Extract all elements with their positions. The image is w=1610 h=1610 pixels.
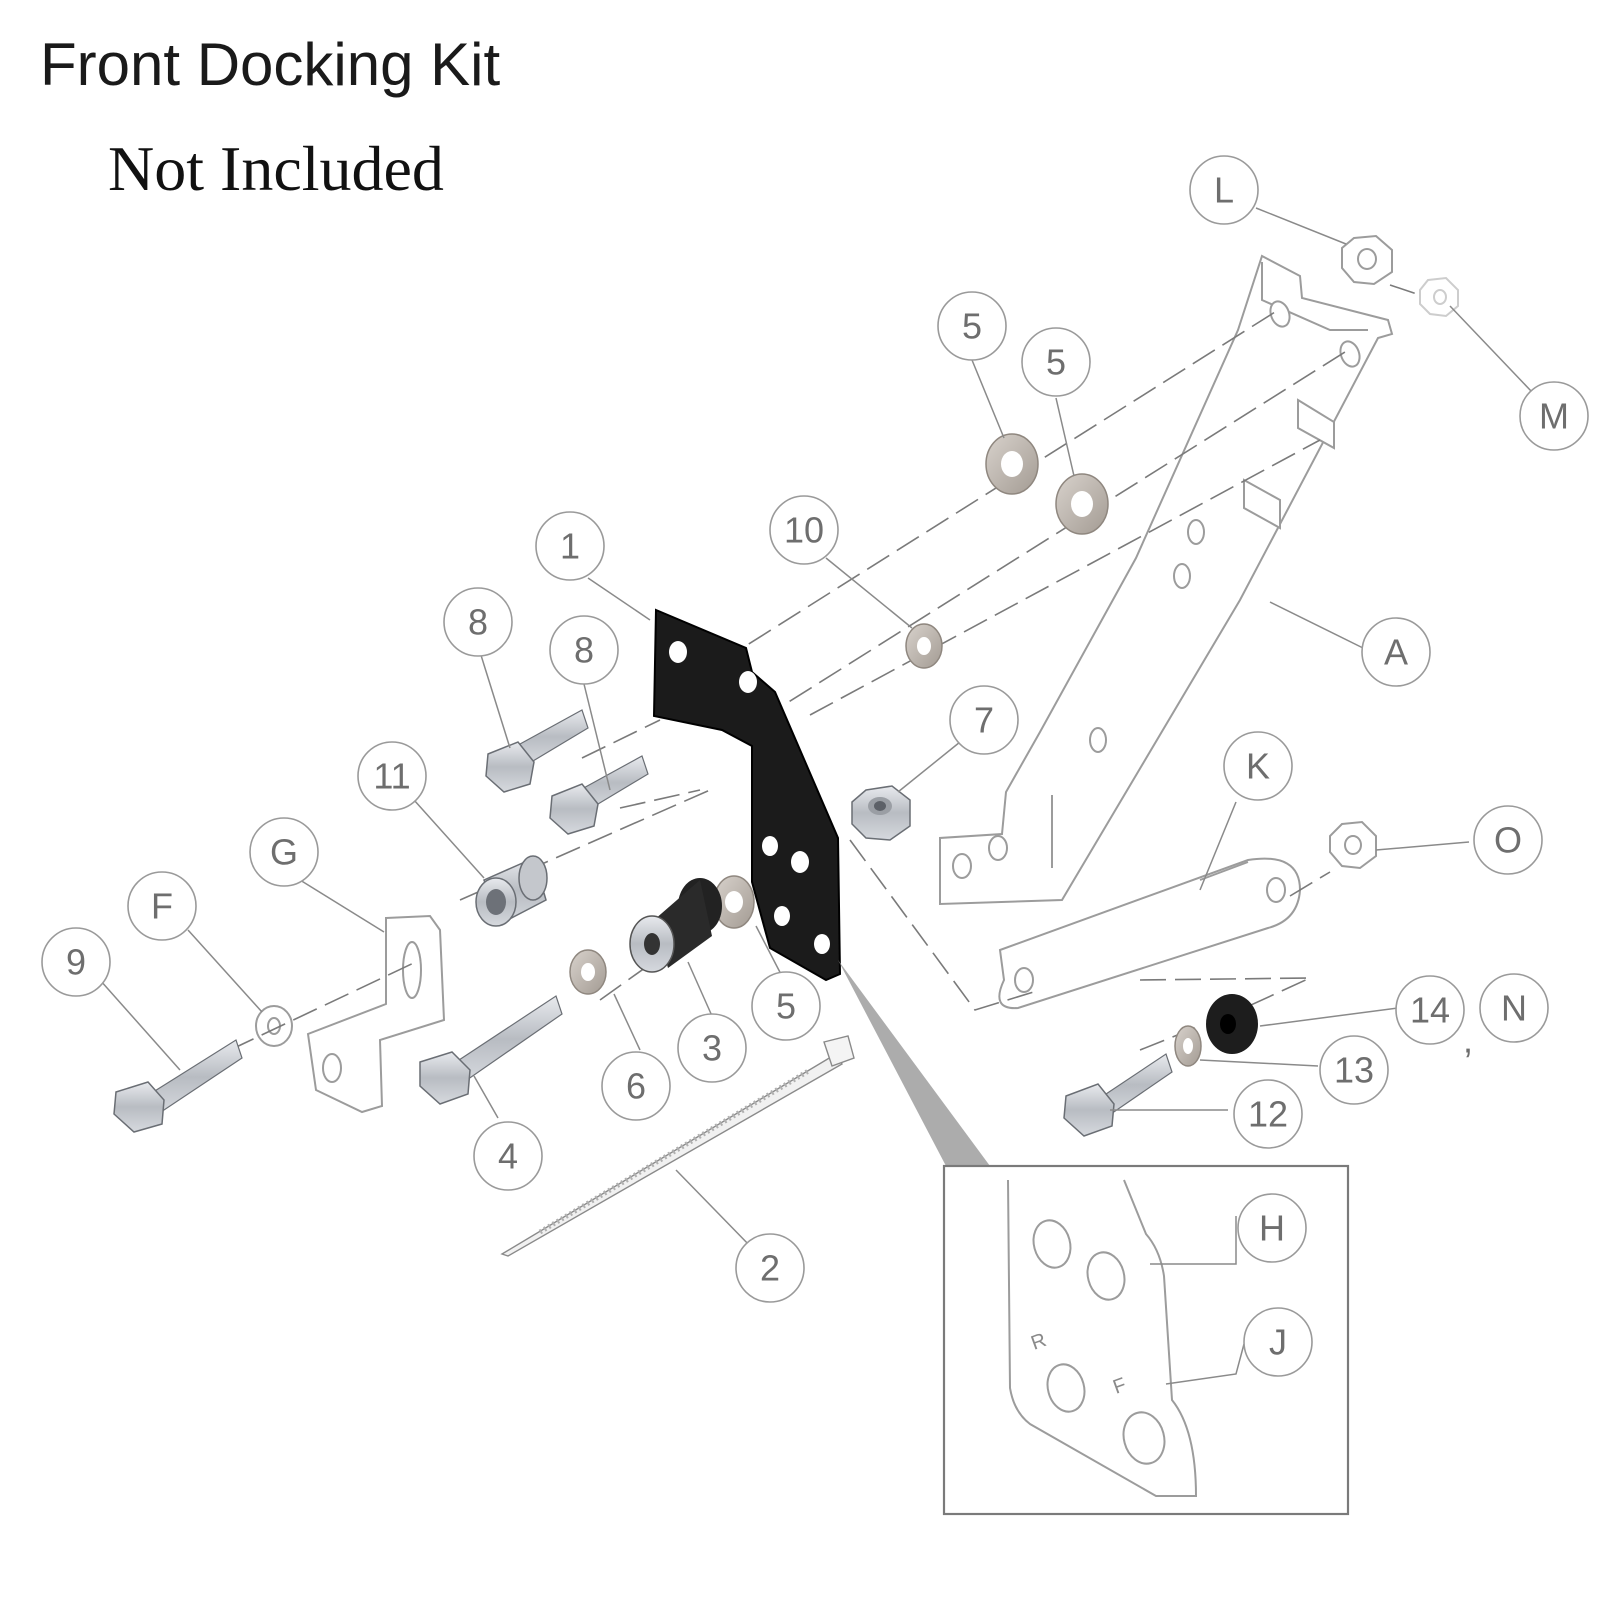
callout-8-upper: 8 xyxy=(443,587,513,657)
callout-4: 4 xyxy=(473,1121,543,1191)
callout-2: 2 xyxy=(735,1233,805,1303)
callout-5-lower: 5 xyxy=(751,971,821,1041)
svg-text:4: 4 xyxy=(498,1136,518,1177)
svg-text:3: 3 xyxy=(702,1028,722,1069)
bolt-9 xyxy=(113,1039,243,1133)
svg-text:1: 1 xyxy=(560,526,580,567)
grommet-14 xyxy=(1206,994,1258,1054)
link-arm-k xyxy=(998,857,1302,1010)
cable-tie-2 xyxy=(500,1035,855,1257)
nut-7 xyxy=(851,785,911,841)
svg-text:9: 9 xyxy=(66,942,86,983)
callout-l: L xyxy=(1189,155,1259,225)
svg-text:5: 5 xyxy=(776,986,796,1027)
spacer-3 xyxy=(629,878,722,973)
svg-text:7: 7 xyxy=(974,700,994,741)
washer-10 xyxy=(905,623,943,669)
bolt-8-upper xyxy=(485,709,589,793)
svg-text:11: 11 xyxy=(373,756,410,797)
diagram-subtitle: Not Included xyxy=(108,133,444,204)
leader-lines xyxy=(99,207,1533,1385)
svg-text:14: 14 xyxy=(1410,990,1450,1031)
callout-13: 13 xyxy=(1319,1035,1389,1105)
callout-separator: , xyxy=(1463,1020,1473,1061)
callout-h: H xyxy=(1237,1193,1307,1263)
svg-text:2: 2 xyxy=(760,1248,780,1289)
svg-text:8: 8 xyxy=(468,602,488,643)
nut-m xyxy=(1419,276,1459,318)
callout-g: G xyxy=(249,817,319,887)
callout-f: F xyxy=(127,871,197,941)
callout-7: 7 xyxy=(949,685,1019,755)
callout-3: 3 xyxy=(677,1013,747,1083)
svg-text:A: A xyxy=(1384,632,1408,673)
svg-text:L: L xyxy=(1214,170,1234,211)
nut-o xyxy=(1329,820,1377,870)
svg-text:K: K xyxy=(1246,746,1270,787)
svg-text:N: N xyxy=(1501,988,1527,1029)
callout-m: M xyxy=(1519,381,1589,451)
svg-text:8: 8 xyxy=(574,630,594,671)
callout-6: 6 xyxy=(601,1051,671,1121)
callout-9: 9 xyxy=(41,927,111,997)
callout-a: A xyxy=(1361,617,1431,687)
callout-10: 10 xyxy=(769,495,839,565)
callout-5-upper: 5 xyxy=(937,291,1007,361)
svg-text:6: 6 xyxy=(626,1066,646,1107)
svg-text:G: G xyxy=(270,832,298,873)
diagram-title: Front Docking Kit xyxy=(40,31,501,98)
washer-13 xyxy=(1174,1025,1202,1067)
callout-14: 14 xyxy=(1395,975,1465,1045)
svg-text:5: 5 xyxy=(1046,342,1066,383)
svg-text:H: H xyxy=(1259,1208,1285,1249)
callout-j: J xyxy=(1243,1307,1313,1377)
svg-text:M: M xyxy=(1539,396,1569,437)
svg-text:O: O xyxy=(1494,820,1522,861)
svg-text:5: 5 xyxy=(962,306,982,347)
bracket-a xyxy=(939,254,1394,906)
svg-text:J: J xyxy=(1269,1322,1287,1363)
bolt-4 xyxy=(419,995,563,1105)
callout-1: 1 xyxy=(535,511,605,581)
callout-n: N xyxy=(1479,973,1549,1043)
svg-text:F: F xyxy=(151,886,173,927)
spacer-11 xyxy=(475,855,548,927)
callout-11: 11 xyxy=(357,741,427,811)
washer-6 xyxy=(569,949,607,995)
bolt-8-lower xyxy=(549,755,649,835)
washer-5-middle xyxy=(1055,473,1109,535)
bolt-12 xyxy=(1063,1053,1173,1137)
callout-5-middle: 5 xyxy=(1021,327,1091,397)
washer-5-upper xyxy=(985,433,1039,495)
svg-text:10: 10 xyxy=(784,510,824,551)
bracket-1 xyxy=(652,608,842,982)
callout-8-lower: 8 xyxy=(549,615,619,685)
nut-l xyxy=(1341,234,1393,286)
callout-o: O xyxy=(1473,805,1543,875)
callout-12: 12 xyxy=(1233,1079,1303,1149)
detail-mark-r: R xyxy=(1028,1329,1049,1355)
svg-text:13: 13 xyxy=(1334,1050,1374,1091)
callout-k: K xyxy=(1223,731,1293,801)
svg-text:12: 12 xyxy=(1248,1094,1288,1135)
